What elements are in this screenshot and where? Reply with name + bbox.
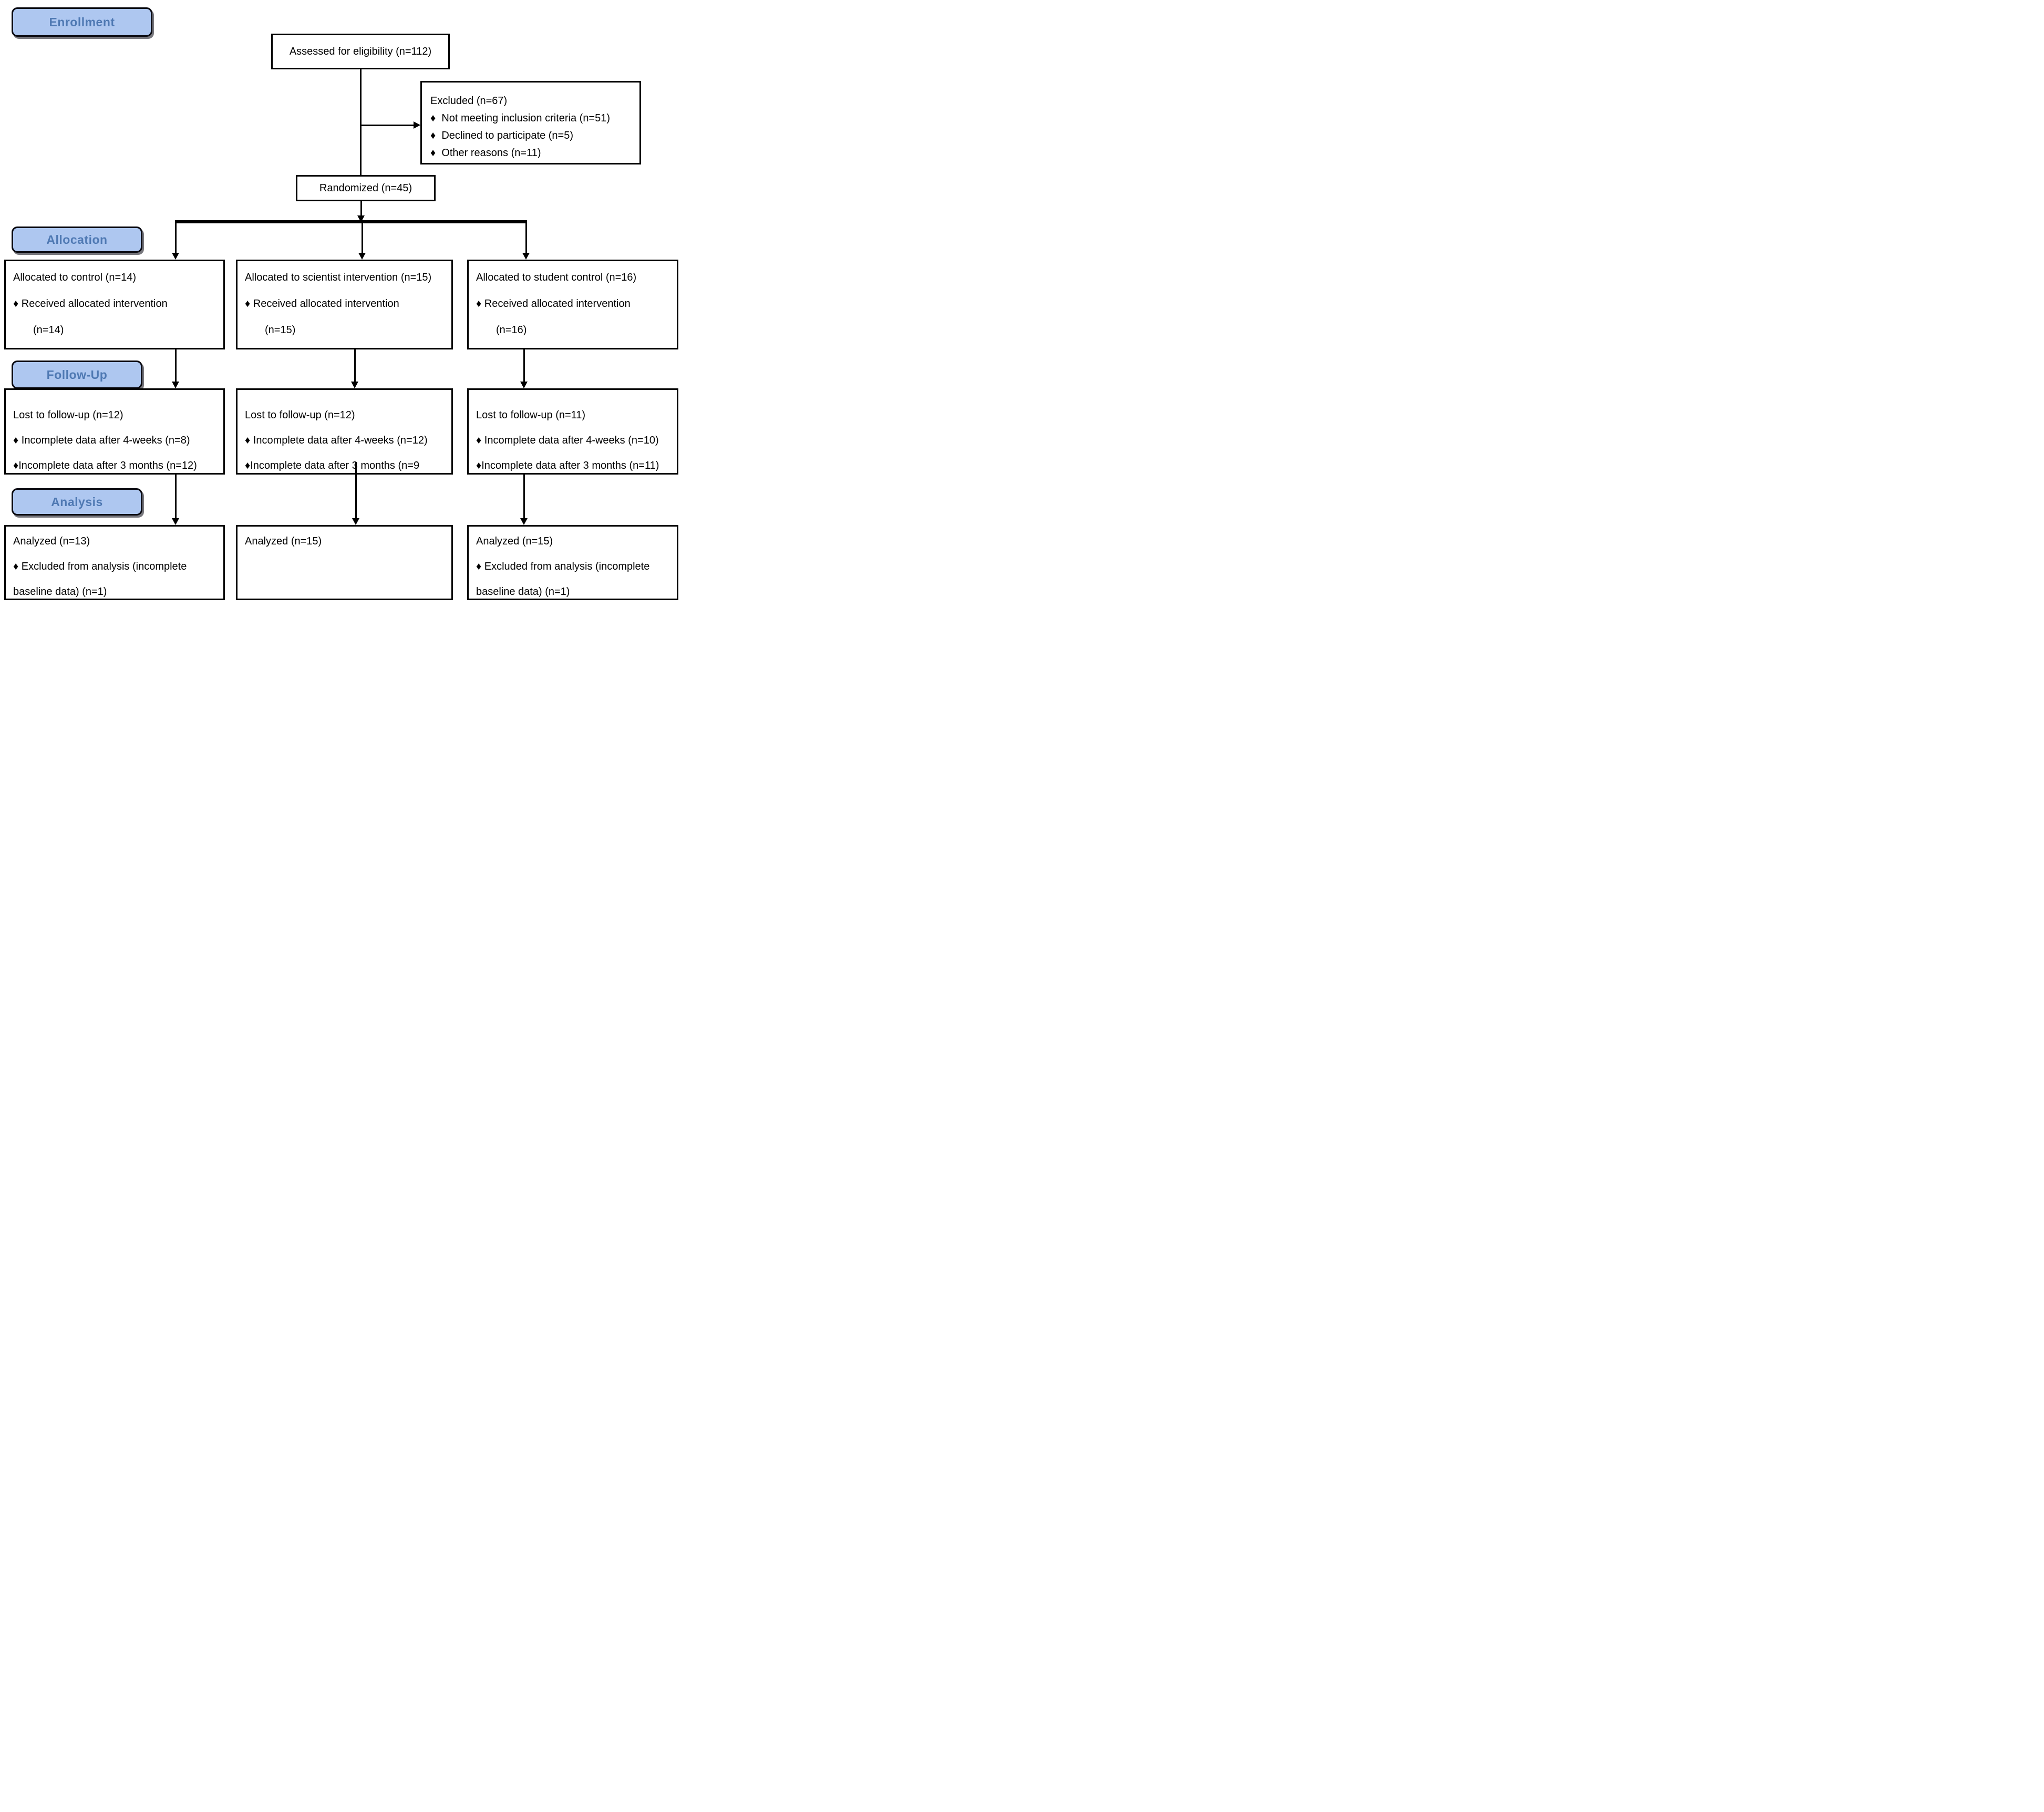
arrow-down-icon <box>172 253 179 260</box>
followup-line: ♦ Incomplete data after 4-weeks (n=12) <box>245 435 428 446</box>
phase-label-followup: Follow-Up <box>12 361 142 389</box>
arrow-down-icon <box>352 518 359 525</box>
arrow-down-icon <box>520 518 528 525</box>
analysis-line: baseline data) (n=1) <box>476 586 570 598</box>
analysis-line: ♦ Excluded from analysis (incomplete <box>13 561 187 572</box>
arrow-down-icon <box>172 382 179 388</box>
phase-label-enrollment: Enrollment <box>12 7 152 37</box>
analysis-box-control: Analyzed (n=13) ♦ Excluded from analysis… <box>4 525 225 600</box>
consort-flow-diagram: Enrollment Allocation Follow-Up Analysis… <box>0 0 682 604</box>
allocation-box-student: Allocated to student control (n=16) ♦ Re… <box>467 260 678 349</box>
followup-box-scientist: Lost to follow-up (n=12) ♦ Incomplete da… <box>236 388 453 475</box>
connector-followup-analysis-control-line <box>175 475 177 519</box>
arrow-down-icon <box>520 382 528 388</box>
connector-branch-scientist-line <box>362 223 363 254</box>
allocation-line: ♦ Received allocated intervention <box>245 298 399 310</box>
followup-box-student: Lost to follow-up (n=11) ♦ Incomplete da… <box>467 388 678 475</box>
analysis-box-scientist: Analyzed (n=15) <box>236 525 453 600</box>
connector-followup-analysis-student-line <box>523 475 525 519</box>
connector-randomized-branch-line <box>360 201 362 217</box>
followup-line: ♦Incomplete data after 3 months (n=12) <box>13 460 197 471</box>
allocation-line: ♦ Received allocated intervention <box>476 298 631 310</box>
connector-alloc-followup-control-line <box>175 349 177 383</box>
excluded-title: Excluded (n=67) <box>430 95 508 107</box>
excluded-item: ♦ Other reasons (n=11) <box>430 147 541 159</box>
assessed-eligibility-box: Assessed for eligibility (n=112) <box>271 34 450 69</box>
followup-line: Lost to follow-up (n=12) <box>245 409 355 421</box>
followup-line: ♦Incomplete data after 3 months (n=11) <box>476 460 659 471</box>
followup-line: ♦ Incomplete data after 4-weeks (n=10) <box>476 435 659 446</box>
arrow-down-icon <box>351 382 358 388</box>
allocation-line: Allocated to student control (n=16) <box>476 272 637 283</box>
connector-assessed-randomized-line <box>360 69 362 175</box>
analysis-box-student: Analyzed (n=15) ♦ Excluded from analysis… <box>467 525 678 600</box>
arrow-down-icon <box>522 253 530 260</box>
analysis-line: ♦ Excluded from analysis (incomplete <box>476 561 650 572</box>
connector-alloc-followup-scientist-line <box>354 349 356 383</box>
phase-label-analysis: Analysis <box>12 488 142 516</box>
analysis-line: Analyzed (n=13) <box>13 536 90 547</box>
analysis-line: Analyzed (n=15) <box>245 536 322 547</box>
connector-branch-student-line <box>525 223 527 254</box>
allocation-box-scientist: Allocated to scientist intervention (n=1… <box>236 260 453 349</box>
arrow-down-icon <box>357 215 365 222</box>
connector-alloc-followup-student-line <box>523 349 525 383</box>
excluded-box: Excluded (n=67) ♦ Not meeting inclusion … <box>420 81 641 164</box>
connector-branch-control-line <box>175 223 177 254</box>
connector-followup-analysis-scientist-line <box>355 462 357 519</box>
followup-line: Lost to follow-up (n=12) <box>13 409 123 421</box>
branch-horizontal-line <box>175 220 527 223</box>
allocation-line: (n=15) <box>265 324 296 336</box>
randomized-text: Randomized (n=45) <box>319 182 412 194</box>
followup-box-control: Lost to follow-up (n=12) ♦ Incomplete da… <box>4 388 225 475</box>
allocation-line: ♦ Received allocated intervention <box>13 298 168 310</box>
allocation-line: Allocated to control (n=14) <box>13 272 137 283</box>
allocation-line: (n=16) <box>496 324 527 336</box>
allocation-line: Allocated to scientist intervention (n=1… <box>245 272 432 283</box>
followup-line: Lost to follow-up (n=11) <box>476 409 586 421</box>
arrow-down-icon <box>358 253 366 260</box>
assessed-eligibility-text: Assessed for eligibility (n=112) <box>289 45 432 57</box>
phase-label-allocation: Allocation <box>12 226 142 253</box>
excluded-item: ♦ Not meeting inclusion criteria (n=51) <box>430 112 611 124</box>
randomized-box: Randomized (n=45) <box>296 175 436 201</box>
excluded-item: ♦ Declined to participate (n=5) <box>430 130 574 141</box>
arrow-down-icon <box>172 518 179 525</box>
allocation-line: (n=14) <box>33 324 64 336</box>
analysis-line: Analyzed (n=15) <box>476 536 553 547</box>
connector-excluded-line <box>360 125 414 126</box>
followup-line: ♦Incomplete data after 3 months (n=9 <box>245 460 420 471</box>
allocation-box-control: Allocated to control (n=14) ♦ Received a… <box>4 260 225 349</box>
followup-line: ♦ Incomplete data after 4-weeks (n=8) <box>13 435 190 446</box>
arrow-right-icon <box>414 121 420 129</box>
analysis-line: baseline data) (n=1) <box>13 586 107 598</box>
